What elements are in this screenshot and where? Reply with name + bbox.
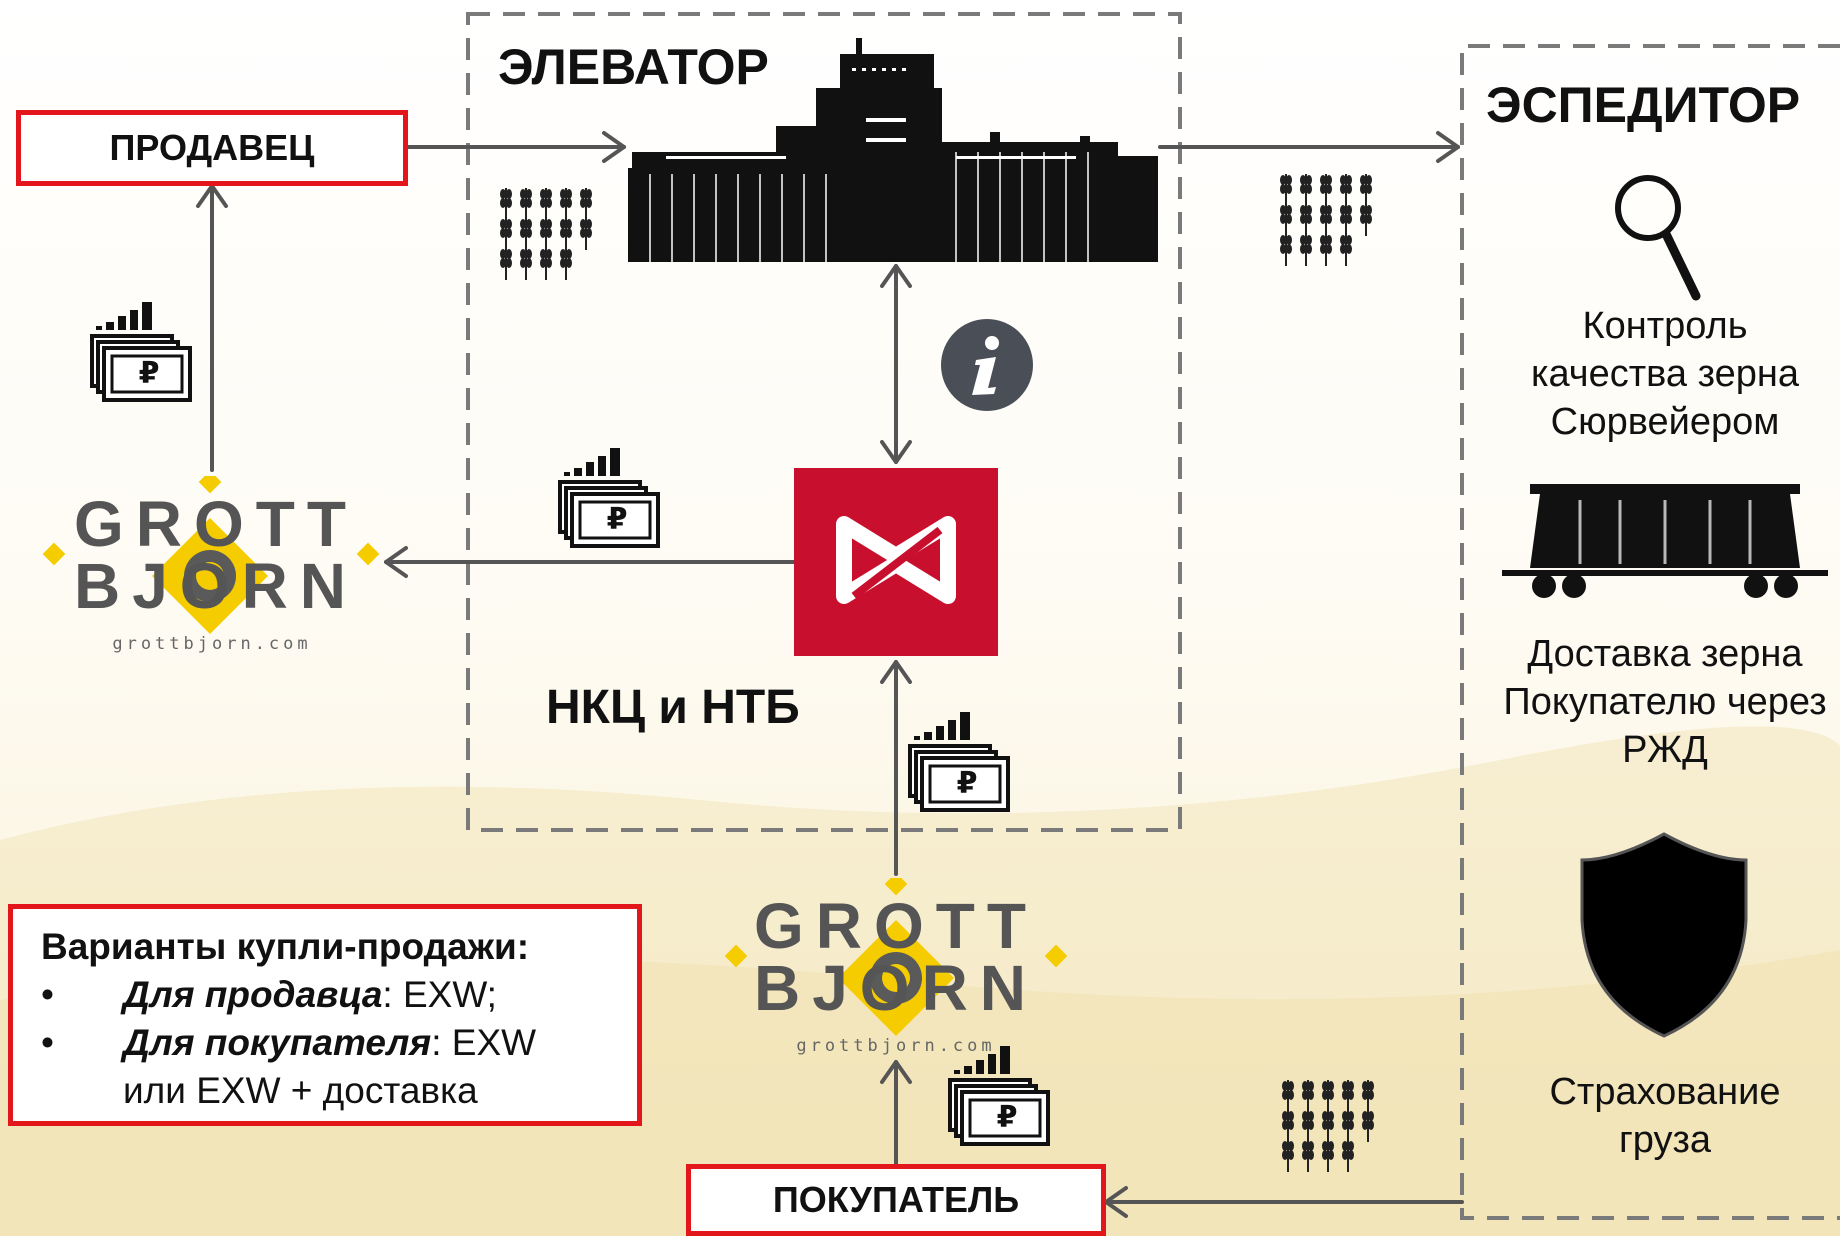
delivery-text: Доставка зерна Покупателю через РЖД xyxy=(1503,633,1827,771)
trade-variants-box: Варианты купли-продажи: • Для продавца: … xyxy=(8,904,642,1126)
arrow-clearing-to-broker xyxy=(384,546,796,578)
shield-icon xyxy=(1580,832,1748,1038)
elevator-icon xyxy=(628,38,1158,262)
ruble-sign: ₽ xyxy=(606,503,628,536)
variants-title: Варианты купли-продажи: xyxy=(41,926,530,967)
info-icon xyxy=(941,319,1033,411)
money-icon: ₽ xyxy=(946,1044,1058,1148)
wheat-icon xyxy=(1279,173,1373,267)
money-icon: ₽ xyxy=(906,710,1018,814)
forwarder-title: ЭСПЕДИТОР xyxy=(1486,77,1801,133)
ruble-sign: ₽ xyxy=(138,357,160,390)
wheat-icon xyxy=(499,187,593,281)
quality-control-text: Контроль качества зерна Сюрвейером xyxy=(1531,305,1799,443)
arrow-broker-to-seller xyxy=(196,184,228,472)
buyer-box: ПОКУПАТЕЛЬ xyxy=(686,1164,1106,1236)
insurance-text: Страхование груза xyxy=(1549,1071,1781,1161)
variant-buyer-terms: : EXW или EXW + доставка xyxy=(123,1022,537,1111)
moex-logo xyxy=(794,468,998,656)
grottbjorn-logo: GROTT BJORN grottbjorn.com xyxy=(724,878,1068,1062)
variant-seller-terms: : EXW; xyxy=(382,974,497,1015)
logo-site: grottbjorn.com xyxy=(112,634,312,654)
logo-line1: GROTT xyxy=(74,488,358,560)
arrow-forwarder-to-buyer xyxy=(1104,1186,1464,1218)
ruble-sign: ₽ xyxy=(996,1101,1018,1134)
money-icon: ₽ xyxy=(88,300,200,404)
arrow-buyer-to-clearing xyxy=(880,660,912,876)
variant-buyer: • Для покупателя: EXW или EXW + доставка xyxy=(41,1019,609,1115)
variant-seller-role: Для продавца xyxy=(123,974,383,1015)
grottbjorn-logo: GROTT BJORN grottbjorn.com xyxy=(40,476,384,660)
wheat-icon xyxy=(1281,1079,1375,1173)
ruble-sign: ₽ xyxy=(956,767,978,800)
variant-seller: • Для продавца: EXW; xyxy=(41,971,609,1019)
bullet: • xyxy=(41,974,54,1015)
logo-line2: BJORN xyxy=(73,550,359,622)
arrow-elevator-to-forwarder xyxy=(1158,131,1460,163)
money-icon: ₽ xyxy=(556,446,668,550)
railcar-icon xyxy=(1502,484,1828,598)
forwarder-frame xyxy=(1460,44,1840,1220)
magnifier-icon xyxy=(1615,175,1701,301)
logo-site: grottbjorn.com xyxy=(796,1036,996,1056)
arrow-elevator-clearing xyxy=(880,264,912,464)
logo-line1: GROTT xyxy=(754,890,1038,962)
arrow-buyer-to-broker xyxy=(880,1060,912,1166)
elevator-title: ЭЛЕВАТОР xyxy=(498,39,769,95)
arrow-seller-to-elevator xyxy=(404,131,626,163)
seller-box: ПРОДАВЕЦ xyxy=(16,110,408,186)
bullet: • xyxy=(41,1022,54,1063)
elevator-frame xyxy=(466,12,1182,832)
clearing-label: НКЦ и НТБ xyxy=(546,681,800,734)
variant-buyer-role: Для покупателя xyxy=(123,1022,432,1063)
logo-line2: BJORN xyxy=(753,952,1039,1024)
